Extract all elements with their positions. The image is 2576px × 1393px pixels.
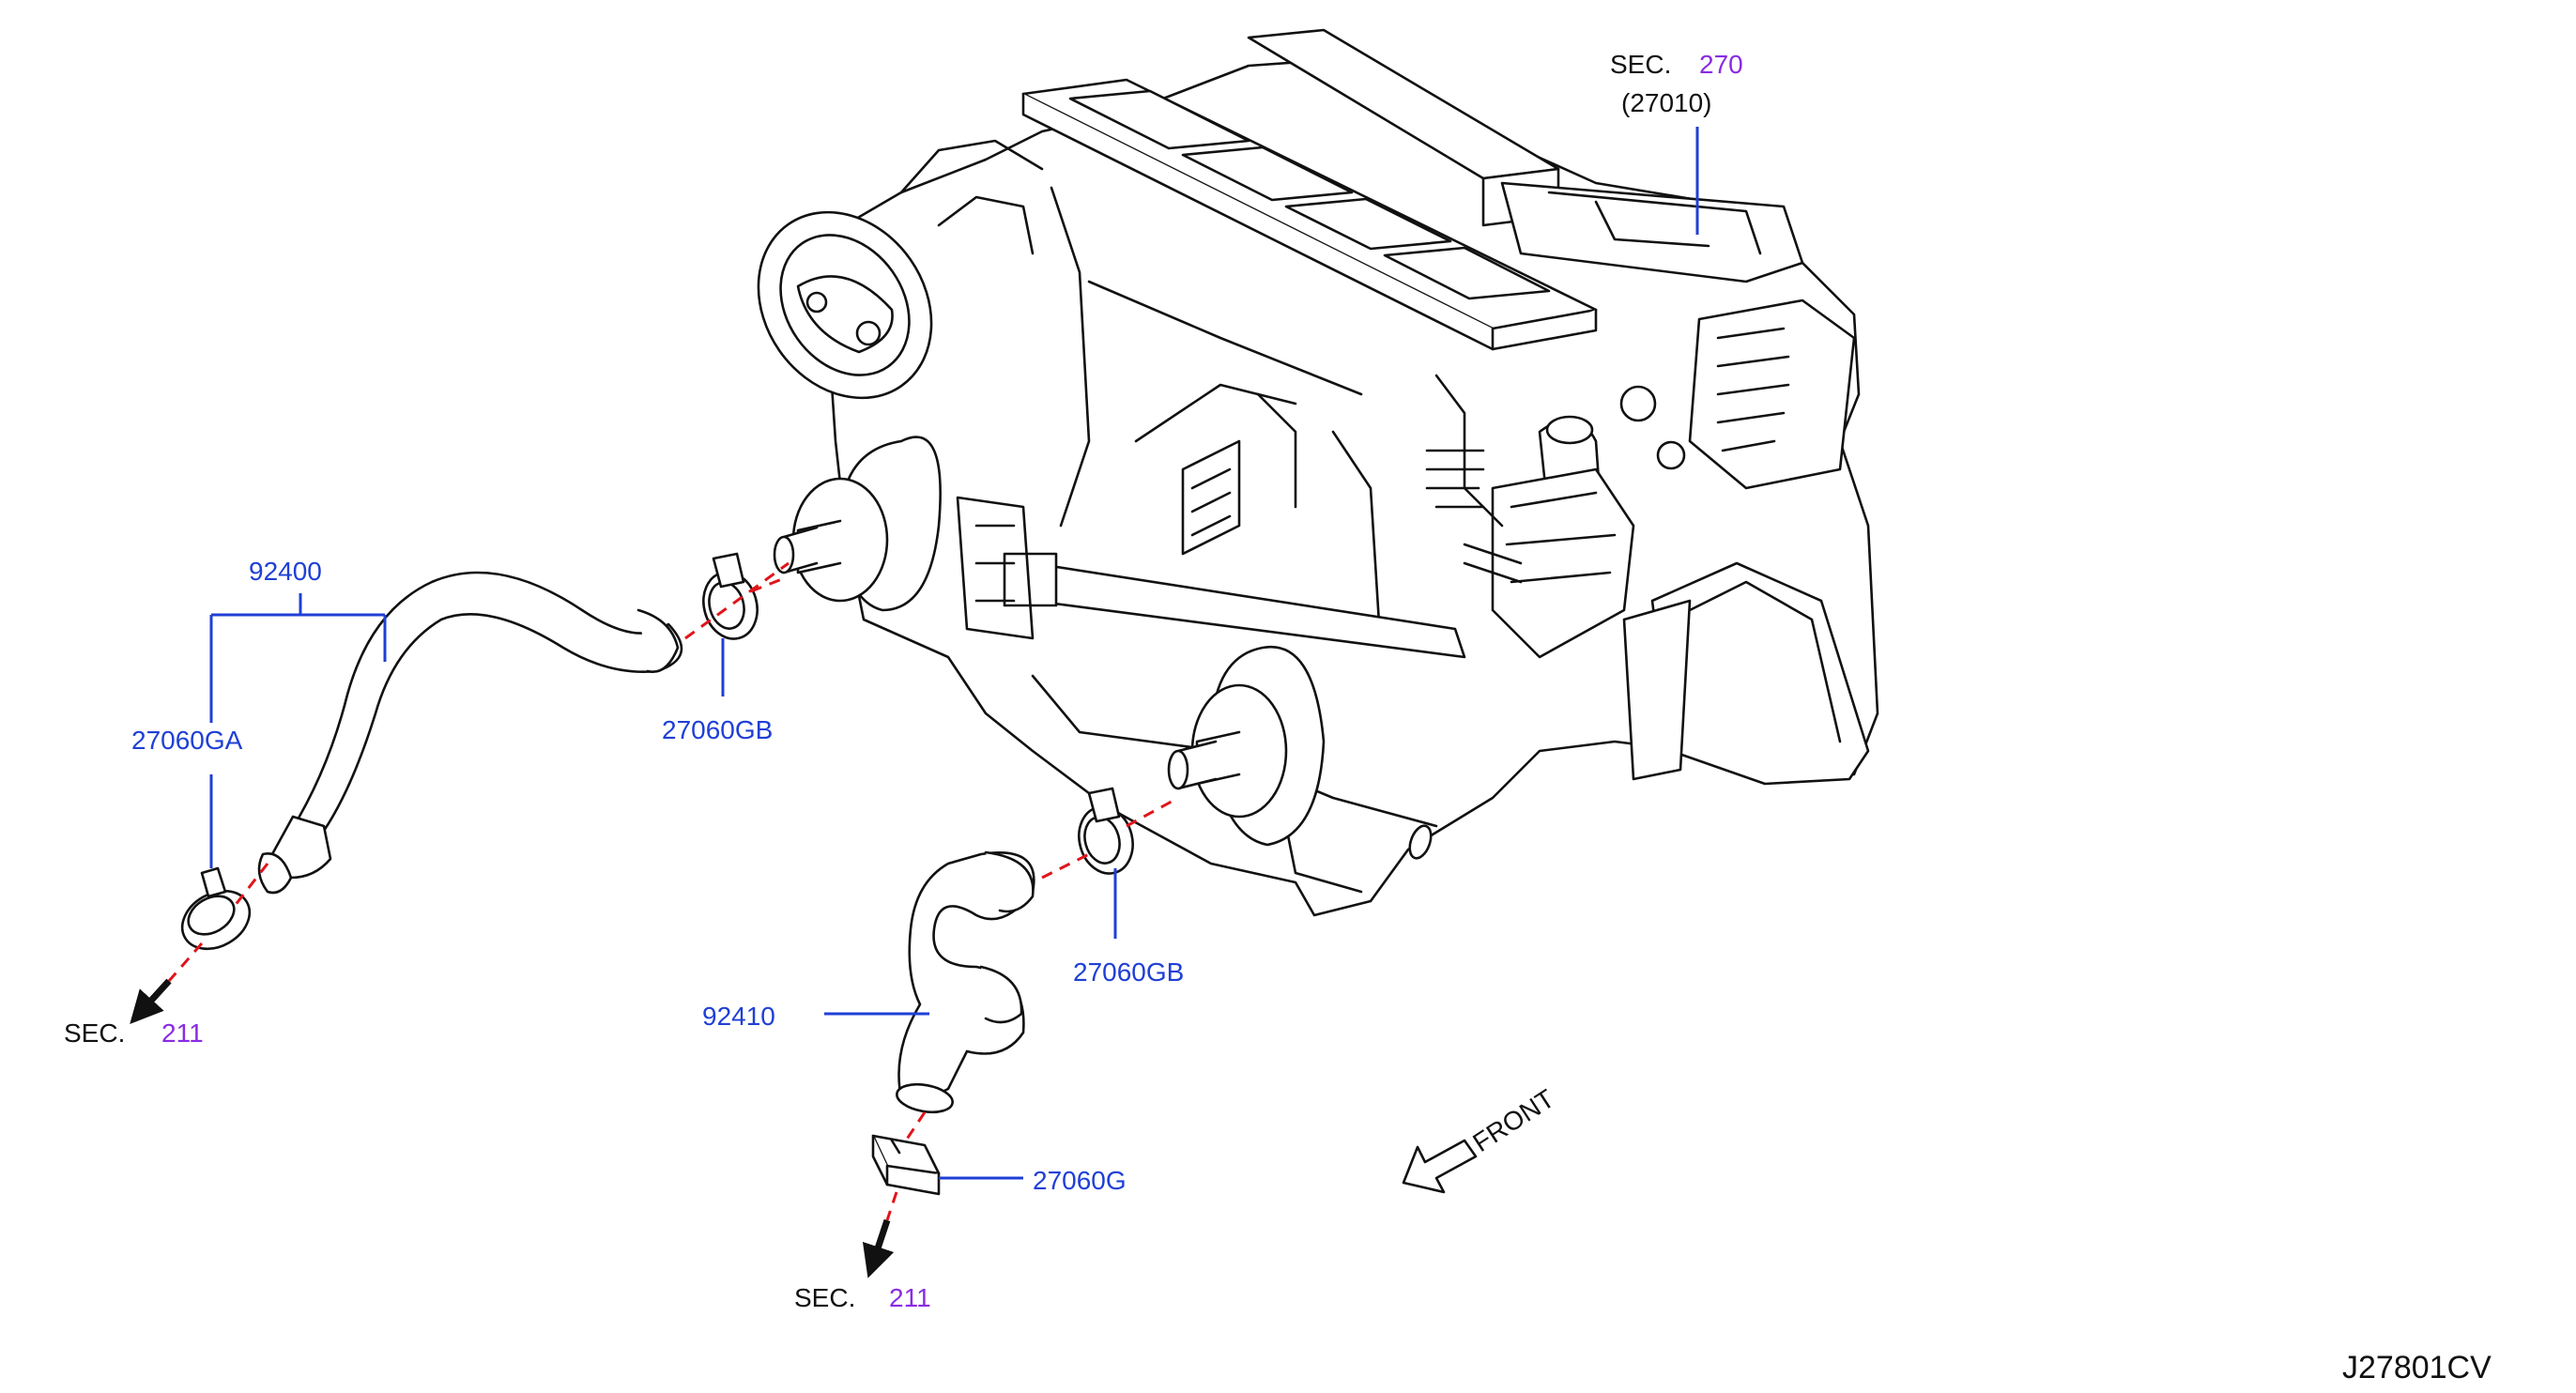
sec-211-bottom-reference: SEC. 211 <box>794 1283 931 1312</box>
connection-lines <box>167 561 1179 1221</box>
dash-clamp-gb-to-pipe <box>750 575 788 593</box>
arrow-sec211-left <box>130 978 172 1024</box>
sec-211-bottom-prefix: SEC. <box>794 1283 855 1312</box>
dash-hose92410-to-clamp-gb <box>1041 852 1090 880</box>
heater-unit-assembly <box>757 28 1879 917</box>
sec-211-left-number: 211 <box>161 1018 204 1048</box>
hose-92410 <box>896 850 1035 1114</box>
dash-clamp-g-to-sec211 <box>885 1191 898 1221</box>
front-label: FRONT <box>1467 1084 1559 1158</box>
label-92410: 92410 <box>702 1002 775 1031</box>
clamp-27060gb-upper <box>702 552 759 640</box>
label-27060gb-lower: 27060GB <box>1073 957 1184 987</box>
vent-slots <box>1068 89 1551 300</box>
dash-hose92400-to-clamp-ga <box>233 863 269 907</box>
sec-270-reference: SEC. 270 (27010) <box>1610 50 1743 117</box>
label-92400: 92400 <box>249 557 322 586</box>
sec-211-left-prefix: SEC. <box>64 1018 125 1048</box>
clamp-27060ga <box>180 866 252 951</box>
arrow-sec211-bottom <box>862 1218 895 1278</box>
label-27060ga: 27060GA <box>131 726 243 755</box>
dash-clamp-ga-to-sec211 <box>167 942 204 982</box>
dash-hose92410-to-clamp-g <box>904 1111 927 1141</box>
diagram-code: J27801CV <box>2342 1350 2492 1385</box>
dash-hose92400-to-clamp-gb <box>684 561 790 640</box>
hose-92400 <box>257 571 683 895</box>
sec-211-bottom-number: 211 <box>889 1283 931 1312</box>
front-arrow-icon <box>1402 1139 1478 1194</box>
leader-lines <box>209 127 1699 1180</box>
sec-211-left-reference: SEC. 211 <box>64 1018 204 1048</box>
sec-270-sub: (27010) <box>1621 88 1712 117</box>
dash-clamp-gb-to-pipe-lower <box>1126 796 1179 828</box>
sec-270-prefix: SEC. <box>1610 50 1671 79</box>
label-27060g: 27060G <box>1033 1166 1127 1195</box>
sec-270-number: 270 <box>1699 50 1743 79</box>
clamp-27060g <box>871 1134 941 1196</box>
label-27060gb-upper: 27060GB <box>662 715 773 744</box>
